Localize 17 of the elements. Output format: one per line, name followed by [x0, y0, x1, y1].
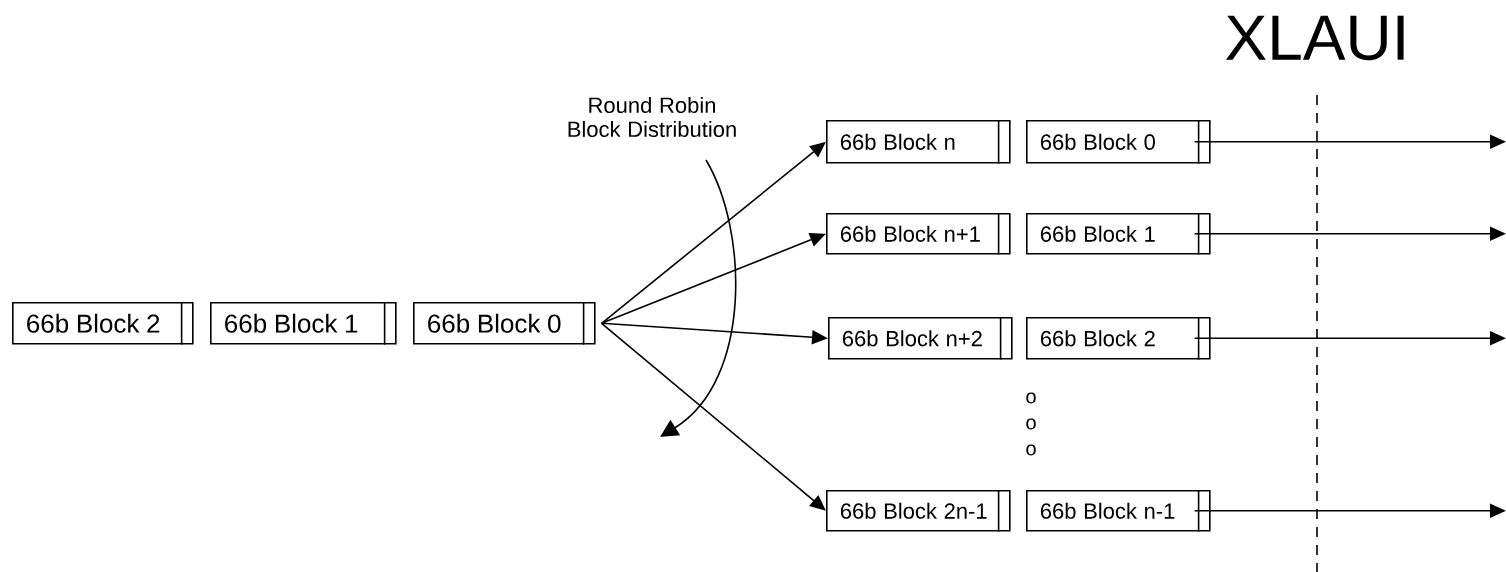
ellipsis-mark: o: [1026, 392, 1036, 404]
ellipsis-mark: o: [1026, 444, 1036, 456]
block-box: 66b Block 0: [1026, 119, 1211, 165]
block-box: 66b Block 2: [12, 301, 194, 346]
block-box: 66b Block 2: [1026, 316, 1211, 361]
ellipsis-mark: o: [1026, 418, 1036, 430]
block-box: 66b Block 0: [413, 301, 596, 346]
block-box: 66b Block n-1: [1026, 489, 1211, 533]
arrow: [600, 322, 826, 511]
annotation-text: Round Robin Block Distribution: [568, 96, 736, 138]
block-box: 66b Block n+2: [828, 316, 1013, 361]
block-box: 66b Block n+1: [826, 212, 1011, 256]
block-box: 66b Block 2n-1: [826, 489, 1011, 533]
interface-label: XLAUI: [1225, 15, 1404, 61]
block-box: 66b Block 1: [210, 301, 397, 346]
block-box: 66b Block n: [826, 119, 1011, 165]
block-box: 66b Block 1: [1026, 212, 1211, 256]
